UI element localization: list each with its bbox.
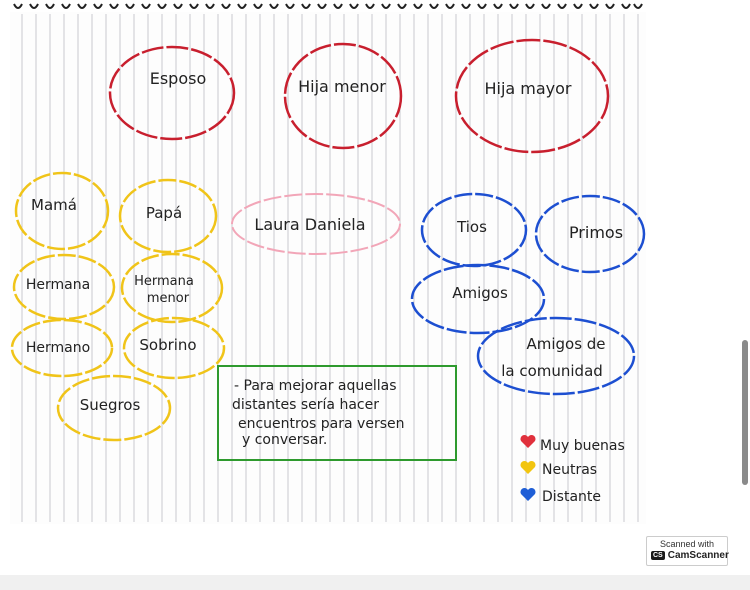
- cloud-esposo: Esposo: [108, 45, 236, 141]
- node-label: Hija mayor: [484, 79, 571, 98]
- watermark-line1: Scanned with: [659, 539, 715, 549]
- cloud-sobrino: Sobrino: [122, 316, 226, 380]
- node-label: Primos: [569, 223, 623, 242]
- watermark-line2-row: CS CamScanner: [651, 550, 729, 561]
- legend: Muy buenas Neutras Distante: [520, 434, 625, 505]
- legend-label-neutral: Neutras: [542, 462, 597, 478]
- cloud-center-laura-daniela: Laura Daniela: [231, 193, 401, 255]
- node-label: Sobrino: [139, 336, 196, 354]
- cloud-papa: Papá: [118, 178, 218, 254]
- watermark-line2: CamScanner: [667, 550, 729, 561]
- heart-yellow-icon: [520, 460, 536, 474]
- notebook-lines: [21, 14, 639, 522]
- camscanner-logo-icon: CS: [651, 551, 665, 560]
- heart-blue-icon: [520, 487, 536, 501]
- node-label: Hija menor: [298, 77, 386, 96]
- legend-label-very-good: Muy buenas: [540, 438, 625, 454]
- legend-label-distant: Distante: [542, 489, 601, 505]
- cloud-hija-mayor: Hija mayor: [454, 38, 610, 154]
- note-box: - Para mejorar aquellas distantes sería …: [217, 365, 457, 461]
- cloud-amigos: Amigos: [410, 263, 546, 335]
- note-text: - Para mejorar aquellas distantes sería …: [232, 378, 409, 448]
- cloud-primos: Primos: [534, 194, 646, 274]
- node-label: Mamá: [31, 196, 77, 214]
- node-label: Amigos: [452, 284, 508, 302]
- node-label: Suegros: [80, 396, 141, 414]
- node-label: Esposo: [150, 69, 207, 88]
- node-label: Hermano: [26, 340, 90, 356]
- camscanner-watermark: Scanned with CS CamScanner: [646, 536, 729, 566]
- center-label: Laura Daniela: [254, 215, 365, 234]
- heart-red-icon: [520, 434, 536, 448]
- node-label: Tios: [456, 218, 487, 236]
- spiral-binding: [13, 3, 643, 9]
- cloud-hermano: Hermano: [10, 318, 114, 378]
- cloud-hija-menor: Hija menor: [283, 42, 403, 150]
- node-label: Papá: [146, 204, 182, 222]
- bottom-bar: [0, 575, 750, 590]
- vertical-scrollbar[interactable]: [742, 340, 748, 485]
- cloud-mama: Mamá: [14, 171, 110, 251]
- node-label: Hermana: [26, 277, 90, 293]
- cloud-suegros: Suegros: [56, 374, 172, 442]
